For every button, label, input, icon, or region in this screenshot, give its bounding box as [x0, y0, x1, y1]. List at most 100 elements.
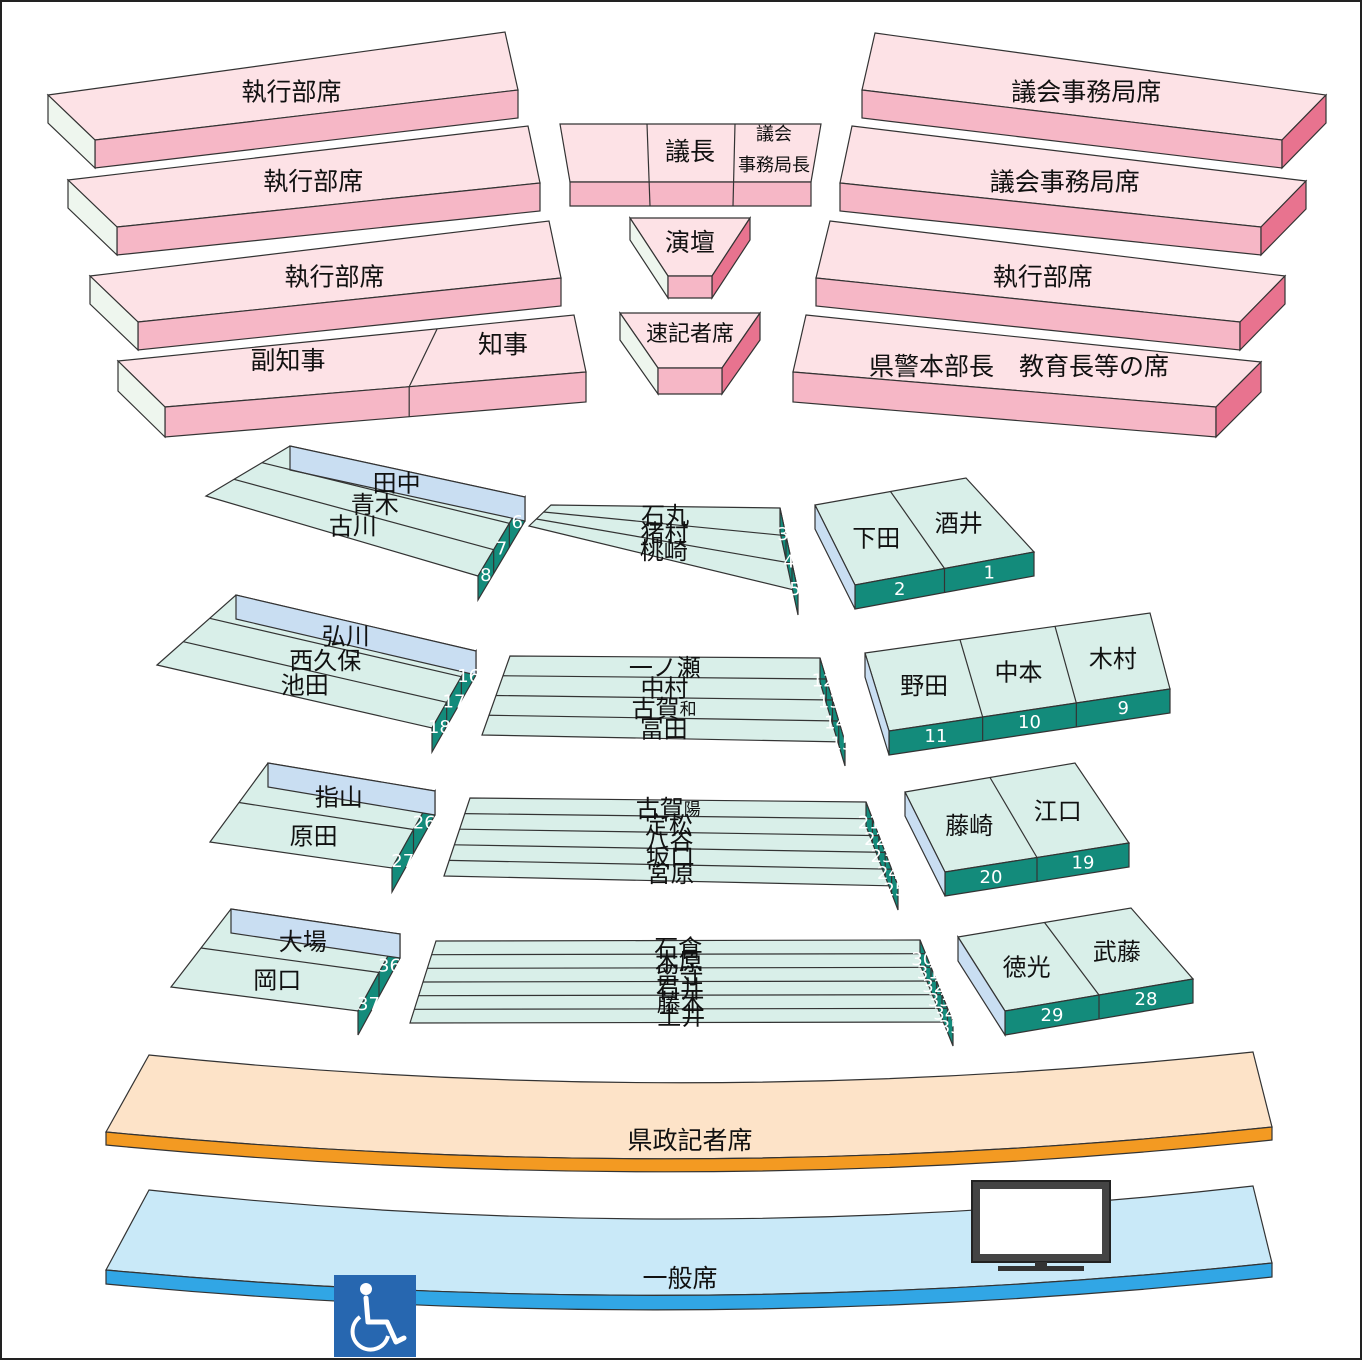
seat-member-name: 指山: [315, 784, 363, 812]
monitor-icon: [971, 1180, 1111, 1271]
seat-divider: [414, 1007, 948, 1010]
secretary-seat-line1: 議会: [756, 124, 792, 145]
seat-member-surname: 酒井: [935, 510, 983, 538]
executive-bench-right-2-side: [1260, 179, 1307, 257]
stenographer-desk: 速記者席: [618, 311, 762, 396]
seat-number: 12: [812, 671, 835, 692]
seat-9: 木村9: [1089, 645, 1137, 719]
executive-bench-right-label: 議会事務局席: [1011, 78, 1161, 107]
executive-bench-right-3-side: [1239, 274, 1286, 352]
seat-divider: [502, 675, 827, 680]
seat-group-row3-left-side: [267, 762, 436, 816]
seat-number: 15: [830, 734, 853, 755]
seat-member-name: 藤木: [657, 989, 705, 1017]
seat-divider: [427, 966, 932, 969]
seat-divider: [495, 694, 833, 701]
seat-member-surname: 西久保: [289, 647, 361, 675]
seat-number: 22: [864, 829, 887, 850]
seat-number: 26: [413, 812, 436, 833]
seat-member-name: 下田: [852, 525, 900, 553]
monitor-icon-screen: [980, 1189, 1102, 1254]
seat-number: 29: [1041, 1005, 1064, 1026]
seat-6: 田中6: [373, 469, 523, 533]
seat-member-surname: 八谷: [646, 828, 694, 856]
seat-member-surname: 土井: [657, 1003, 705, 1031]
seat-divider: [209, 617, 462, 678]
executive-bench-left-1: 執行部席: [46, 31, 519, 170]
chair-desk-front: [569, 181, 812, 207]
seat-member-surname: 古賀: [636, 795, 684, 823]
seat-member-surname: 猪村: [641, 520, 689, 548]
seat-3: 石丸3: [641, 502, 789, 545]
executive-bench-right-label: 執行部席: [993, 262, 1093, 291]
seat-member-name: 八谷: [646, 828, 694, 856]
seat-member-surname: 一ノ瀬: [629, 654, 701, 682]
seat-22: 定松 22: [645, 811, 887, 850]
seat-member-name: 野田: [900, 672, 948, 700]
seat-member-name: 定松: [645, 811, 693, 839]
seat-number: 23: [871, 846, 894, 867]
seat-number: 30: [911, 949, 934, 970]
monitor-icon-stand: [998, 1266, 1084, 1271]
press-seats-label: 県政記者席: [627, 1126, 752, 1155]
executive-bench-right-label: 議会事務局席: [990, 167, 1140, 196]
seat-number: 18: [428, 717, 451, 738]
seat-member-surname: 野田: [900, 672, 948, 700]
seat-1: 酒井1: [935, 510, 995, 584]
seat-group-row3-right-side: [904, 791, 946, 897]
seat-member-surname: 石井: [656, 975, 704, 1003]
seat-number: 31: [917, 963, 940, 984]
seat-member-surname: 古川: [329, 512, 377, 540]
seat-member-surname: 指山: [315, 784, 363, 812]
stenographer-label: 速記者席: [646, 322, 734, 347]
executive-bench-left-3-side: [89, 274, 139, 352]
seat-8: 古川8: [329, 512, 492, 586]
seat-member-name: 酒井: [935, 510, 983, 538]
vice-governor-seat: 副知事: [250, 346, 325, 375]
seat-member-surname: 木原: [655, 948, 703, 976]
podium: 演壇: [628, 215, 752, 301]
seat-divider: [543, 511, 787, 537]
seat-divider: [454, 844, 886, 853]
executive-bench-right-2: 議会事務局席: [839, 125, 1308, 257]
seat-member-name: 武藤: [1093, 938, 1141, 966]
seat-divider: [183, 641, 447, 703]
executive-bench-right-1-side: [1281, 93, 1327, 170]
seat-member-name: 坂口: [646, 844, 694, 872]
seat-member-name: 中本: [995, 659, 1043, 687]
seat-member-name: 木原: [655, 948, 703, 976]
seat-member-name: 岡口: [253, 967, 301, 995]
seat-member-surname: 江口: [1034, 797, 1082, 825]
seat-number: 13: [818, 692, 841, 713]
podium-label: 演壇: [665, 228, 715, 257]
seat-divider: [989, 777, 1038, 858]
secretary-seat-line2: 事務局長: [738, 155, 810, 176]
executive-bench-left-2: 執行部席: [66, 125, 541, 257]
public-seats: 一般席: [105, 1180, 1273, 1357]
seat-divider: [431, 953, 926, 956]
seat-member-name: 土井: [657, 1003, 705, 1031]
seat-member-surname: 弘川: [322, 622, 370, 650]
seat-number: 7: [496, 539, 507, 560]
seat-member-surname: 中本: [995, 659, 1043, 687]
seat-member-surname: 宮原: [647, 860, 695, 888]
executive-bench-right-4-side: [1215, 360, 1262, 439]
